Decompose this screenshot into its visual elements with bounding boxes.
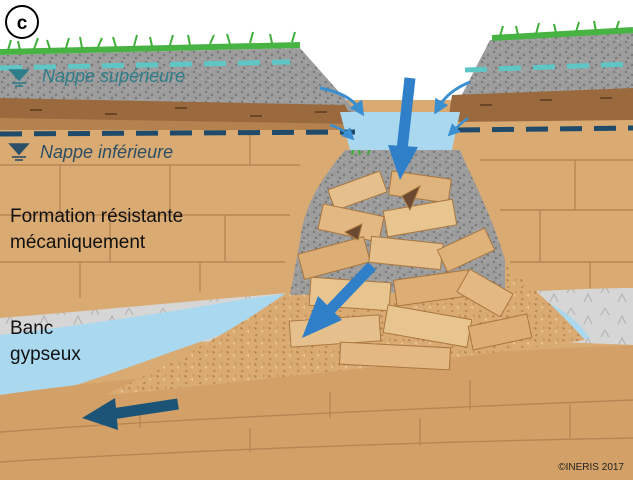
label-formation-line2: mécaniquement xyxy=(10,232,146,253)
collapsed-blocks xyxy=(288,170,533,371)
soil-layer-right xyxy=(448,88,633,122)
grass xyxy=(0,20,633,55)
water-table-upper-line xyxy=(0,59,633,73)
panel-badge: c xyxy=(5,5,39,39)
copyright-credit: ©INERIS 2017 xyxy=(558,462,624,473)
label-nappe-superieure: Nappe supérieure xyxy=(42,66,185,86)
gypsum-band-right xyxy=(520,288,633,345)
label-formation-line1: Formation résistante xyxy=(10,206,183,227)
label-nappe-inferieure: Nappe inférieure xyxy=(40,142,173,162)
flow-arrow-icon xyxy=(388,77,418,180)
flow-arrow-icon xyxy=(434,80,471,115)
label-banc-line2: gypseux xyxy=(10,344,81,365)
rock-joints xyxy=(0,130,633,298)
water-table-symbol-icon xyxy=(8,143,30,161)
surface-gravel-right xyxy=(455,32,633,108)
panel-letter: c xyxy=(17,13,28,34)
groundwater-left xyxy=(0,290,330,395)
flow-arrow-icon xyxy=(302,262,376,338)
label-banc-line1: Banc xyxy=(10,318,53,339)
water-table-lower-line xyxy=(0,125,633,137)
flow-arrow-icon xyxy=(82,398,179,430)
water-table-symbol-icon xyxy=(8,69,30,87)
flow-arrow-icon xyxy=(319,86,365,117)
